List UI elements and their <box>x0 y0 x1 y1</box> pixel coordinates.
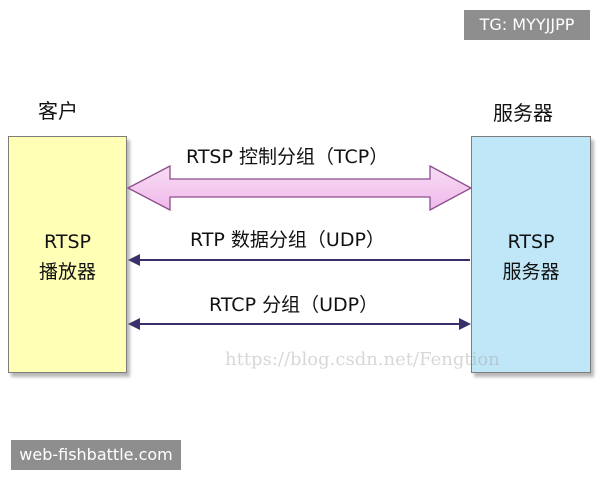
bottom-tag: web-fishbattle.com <box>11 440 181 470</box>
tcp-bidirectional-arrow <box>126 164 473 212</box>
rtp-flow-label: RTP 数据分组（UDP） <box>190 229 385 251</box>
rtp-arrow <box>128 254 470 266</box>
server-box: RTSP 服务器 <box>471 136 591 373</box>
server-box-text: RTSP 服务器 <box>502 227 559 287</box>
client-protocol-label: RTSP <box>44 230 91 253</box>
corner-tag: TG: MYYJJPP <box>464 10 590 40</box>
source-watermark: https://blog.csdn.net/Fengtion <box>225 349 500 370</box>
client-player-label: 播放器 <box>38 260 96 283</box>
server-title: 服务器 <box>493 101 553 125</box>
rtcp-bidirectional-arrow <box>128 318 471 330</box>
client-box: RTSP 播放器 <box>8 136 127 373</box>
server-protocol-label: RTSP <box>507 230 555 253</box>
rtcp-flow-label: RTCP 分组（UDP） <box>209 294 379 316</box>
server-role-label: 服务器 <box>502 260 560 283</box>
client-box-text: RTSP 播放器 <box>39 227 96 287</box>
tcp-flow-label: RTSP 控制分组（TCP） <box>186 146 389 168</box>
client-title: 客户 <box>38 99 78 123</box>
